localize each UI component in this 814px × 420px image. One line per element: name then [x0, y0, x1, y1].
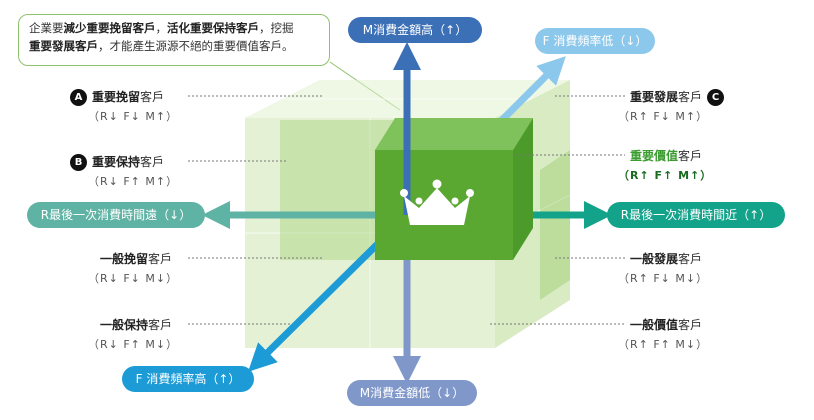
value-strong: 重要價值 — [630, 149, 679, 163]
general-develop-strong: 一般發展 — [630, 252, 679, 266]
core-cube — [375, 118, 533, 260]
note-text-4: ，才能產生源源不絕的重要價值客戶。 — [98, 39, 294, 53]
general-retain-strong: 一般挽留 — [100, 252, 149, 266]
segment-b-label: B 重要保持客戶 — [70, 153, 164, 171]
f-low-pill: F 消費頻率低（↓） — [535, 28, 655, 54]
value-suffix: 客戶 — [678, 149, 703, 163]
badge-c: C — [707, 89, 725, 106]
segment-a-suffix: 客戶 — [140, 90, 165, 104]
general-retain-code: （R↓ F↓ M↓） — [88, 272, 179, 285]
segment-a-strong: 重要挽留 — [92, 90, 141, 104]
leader-lines — [188, 95, 625, 325]
r-far-pill: R最後一次消費時間遠（↓） — [27, 202, 205, 228]
segment-a-code: （R↓ F↓ M↑） — [88, 110, 179, 123]
segment-a-label: A 重要挽留客戶 — [70, 88, 164, 106]
general-value-code: （R↑ F↑ M↓） — [618, 338, 709, 351]
segment-b-strong: 重要保持 — [92, 155, 141, 169]
segment-b-suffix: 客戶 — [140, 155, 165, 169]
general-develop-suffix: 客戶 — [678, 252, 703, 266]
segment-b-code: （R↓ F↑ M↑） — [88, 175, 179, 188]
general-value-label: 一般價值客戶 — [630, 316, 702, 333]
general-keep-strong: 一般保持 — [100, 318, 149, 332]
note-strong-1: 減少重要挽留客戶 — [63, 21, 156, 35]
note-text-3: ，挖掘 — [259, 21, 294, 35]
value-label: 重要價值客戶 — [630, 147, 702, 164]
r-near-pill: R最後一次消費時間近（↑） — [607, 202, 785, 228]
badge-b: B — [70, 154, 87, 171]
general-retain-suffix: 客戶 — [148, 252, 173, 266]
note-text-2: ， — [155, 21, 168, 35]
general-retain-label: 一般挽留客戶 — [100, 250, 172, 267]
badge-a: A — [70, 89, 87, 106]
value-code: （R↑ F↑ M↑） — [618, 169, 713, 182]
segment-c-strong: 重要發展 — [630, 90, 679, 104]
general-value-suffix: 客戶 — [678, 318, 703, 332]
m-high-pill: M消費金額高（↑） — [348, 17, 482, 43]
general-develop-label: 一般發展客戶 — [630, 250, 702, 267]
general-value-strong: 一般價值 — [630, 318, 679, 332]
general-keep-label: 一般保持客戶 — [100, 316, 172, 333]
general-keep-suffix: 客戶 — [148, 318, 173, 332]
m-low-pill: M消費金額低（↓） — [347, 380, 477, 406]
general-develop-code: （R↑ F↓ M↓） — [618, 272, 709, 285]
insight-note: 企業要減少重要挽留客戶，活化重要保持客戶，挖掘 重要發展客戶，才能產生源源不絕的… — [18, 14, 330, 66]
general-keep-code: （R↓ F↑ M↓） — [88, 338, 179, 351]
note-strong-3: 重要發展客戶 — [29, 39, 98, 53]
segment-c-label: 重要發展客戶 C — [630, 88, 725, 106]
note-strong-2: 活化重要保持客戶 — [167, 21, 259, 35]
segment-c-code: （R↑ F↓ M↑） — [618, 110, 709, 123]
f-high-pill: F 消費頻率高（↑） — [122, 366, 254, 392]
crown-icon — [400, 179, 474, 225]
segment-c-suffix: 客戶 — [678, 90, 703, 104]
note-text-1: 企業要 — [29, 21, 64, 35]
